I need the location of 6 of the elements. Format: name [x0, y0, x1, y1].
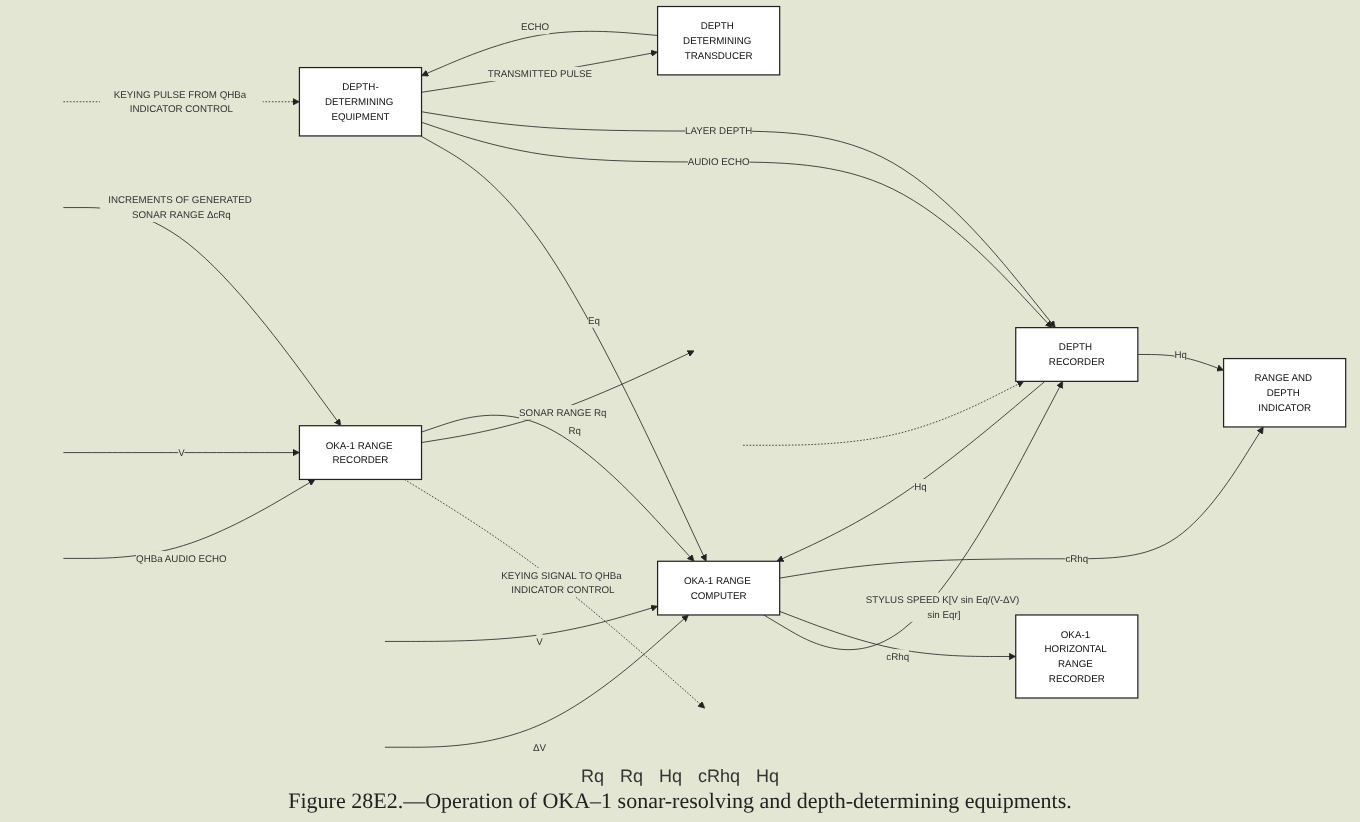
figure-caption: Figure 28E2.—Operation of OKA–1 sonar-resolving and depth-determining equipments.: [288, 788, 1072, 818]
signal-label: Hq: [756, 766, 780, 786]
signal-label: Rq: [580, 766, 604, 786]
signal-label: cRhq: [698, 766, 741, 786]
signal-label: Hq: [658, 766, 682, 786]
signal-label: Rq: [619, 766, 643, 786]
